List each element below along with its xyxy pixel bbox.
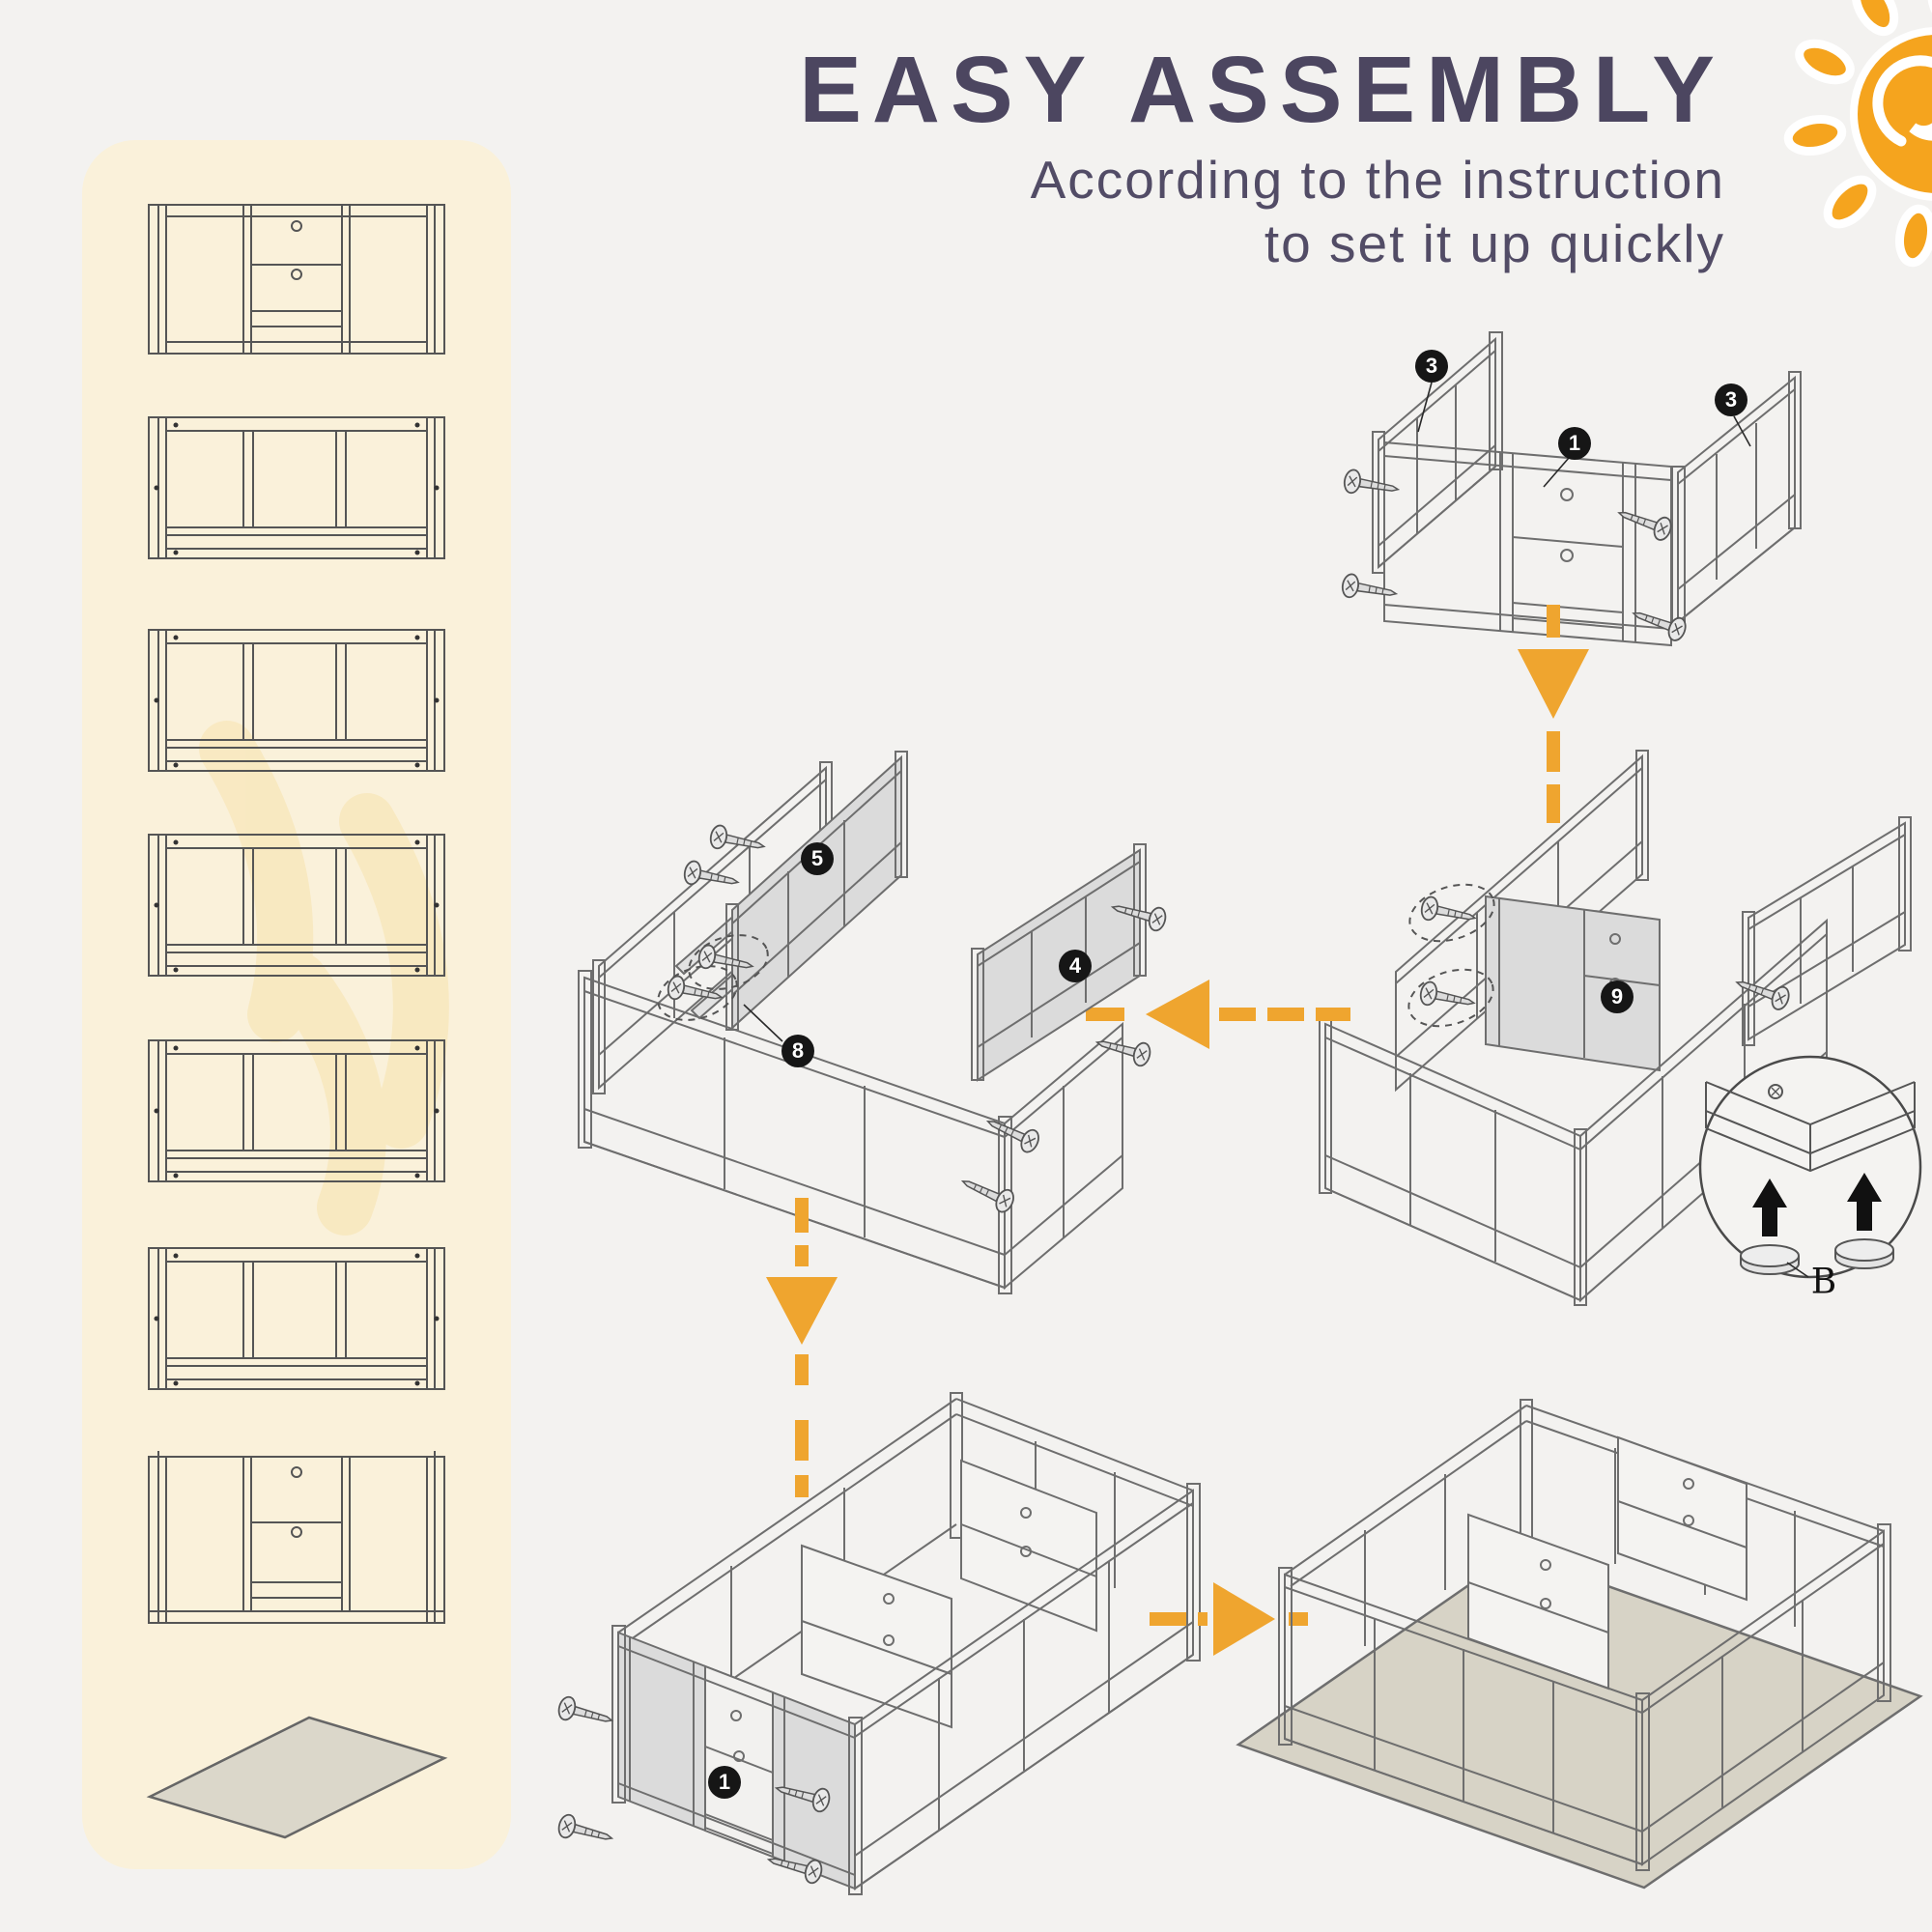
inset-part-label-b: B [1810,1262,1837,1302]
subtitle-line-1: According to the instruction [1030,149,1725,210]
page-subtitle: According to the instruction to set it u… [799,148,1725,275]
step4-badge-1: 1 [708,1766,741,1799]
page-title: EASY ASSEMBLY [799,37,1725,142]
step2-inset-detail [1698,1055,1922,1279]
step1-badge-3-right: 3 [1715,384,1747,416]
arrow-up-icon [1752,1173,1882,1236]
arrow-down-icon [1518,605,1589,823]
step1-diagram [1340,331,1802,647]
header: EASY ASSEMBLY According to the instructi… [799,37,1725,275]
step1-badge-3-left: 3 [1415,350,1448,383]
step3-diagram [578,751,1169,1294]
arrow-down-icon [766,1198,838,1497]
step3-badge-8: 8 [781,1035,814,1067]
foot-pad [1740,1238,1894,1275]
step4-diagram [555,1392,1201,1895]
step3-badge-5: 5 [801,842,834,875]
step1-badge-1: 1 [1558,427,1591,460]
part-floor-mat [146,1716,448,1839]
step2-badge-9: 9 [1601,980,1634,1013]
subtitle-line-2: to set it up quickly [1264,213,1725,273]
arrow-left-icon [1086,980,1350,1049]
parts-sidebar [82,140,511,1869]
step3-badge-4: 4 [1059,950,1092,982]
step5-diagram [1236,1399,1923,1889]
